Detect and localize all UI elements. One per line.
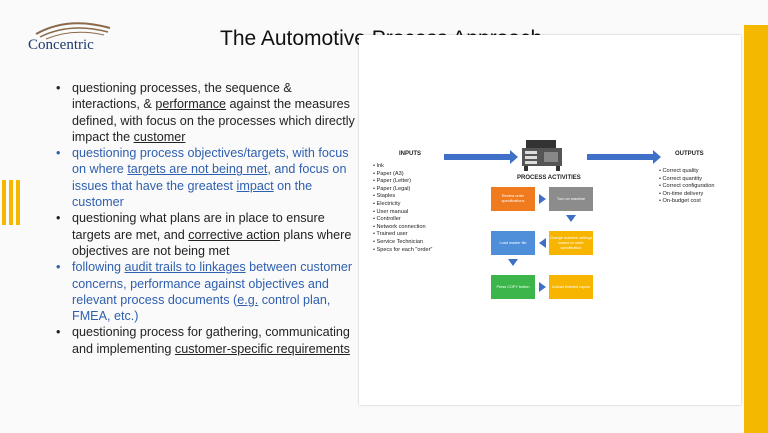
bullet-text: questioning what plans are in place to e…	[72, 211, 325, 242]
bullet-item: • questioning process for gathering, comm…	[56, 324, 356, 357]
bullet-dot: •	[56, 81, 61, 95]
inputs-item: Electricity	[373, 201, 432, 209]
inputs-list: InkPaper (A3)Paper (Letter)Paper (Legal)…	[373, 163, 432, 254]
process-diagram: INPUTS InkPaper (A3)Paper (Letter)Paper …	[359, 35, 741, 405]
inputs-item: Staples	[373, 193, 432, 201]
bullet-text: questioning processes, the sequence & in…	[72, 81, 292, 112]
bullet-item: • following audit trails to linkages betw…	[56, 259, 356, 324]
inputs-item: Specs for each "order"	[373, 247, 433, 255]
bullet-text: questioning process for gathering, commu…	[72, 325, 350, 356]
arrow-right-icon	[587, 150, 661, 164]
outputs-item: Correct quality	[659, 168, 714, 176]
outputs-item: Correct quantity	[659, 176, 714, 184]
accent-stripe	[9, 180, 13, 225]
inputs-item: Network connection	[373, 224, 432, 232]
step-box: Unload finished copies	[549, 275, 593, 299]
underlined-text: audit trails to linkages	[124, 260, 246, 275]
arrow-down-icon	[566, 215, 576, 222]
outputs-item: On-budget cost	[659, 198, 714, 206]
accent-stripe	[2, 180, 6, 225]
inputs-item: Service Technician	[373, 239, 432, 247]
bullet-text: on the customer	[72, 178, 313, 210]
bullet-item: • questioning processes, the sequence & i…	[56, 80, 356, 145]
bullet-list: • questioning processes, the sequence & i…	[56, 80, 356, 357]
bullet-dot: •	[56, 146, 61, 161]
inputs-item: User manual	[373, 209, 432, 217]
inputs-item: Ink	[373, 163, 432, 171]
arrow-right-icon	[539, 194, 546, 204]
step-box: Change machine settings based on order s…	[549, 231, 593, 255]
step-box: Review order specifications	[491, 187, 535, 211]
outputs-list: Correct qualityCorrect quantityCorrect c…	[659, 168, 715, 206]
bullet-item: • questioning process objectives/targets,…	[56, 145, 356, 210]
bullet-text: plans where objectives are not being met	[72, 227, 352, 258]
underlined-text: customer	[133, 129, 186, 144]
underlined-text: targets are not being met	[127, 162, 268, 177]
inputs-heading: INPUTS	[399, 151, 422, 157]
inputs-item: Paper (A3)	[373, 171, 432, 179]
bullet-text: following	[72, 260, 125, 275]
copier-icon	[522, 140, 562, 171]
arrow-right-icon	[444, 150, 518, 164]
bullet-text: questioning process objectives/targets, …	[72, 146, 349, 177]
accent-bar	[744, 25, 768, 433]
logo-text: Concentric	[28, 37, 94, 53]
step-box: Load master file	[491, 231, 535, 255]
arrow-left-icon	[539, 238, 546, 248]
bullet-text: , and focus on issues that have the grea…	[72, 162, 347, 193]
step-box: Press COPY button	[491, 275, 535, 299]
inputs-item: Paper (Letter)	[373, 178, 432, 186]
bullet-item: • questioning what plans are in place to …	[56, 210, 356, 259]
inputs-item: Trained user	[373, 231, 432, 239]
bullet-text: between customer concerns, performance a…	[72, 260, 353, 307]
step-box: Turn on machine	[549, 187, 593, 211]
outputs-item: On-time delivery	[659, 191, 714, 199]
bullet-text: against the measures defined, with focus…	[72, 97, 355, 144]
inputs-item: Paper (Legal)	[373, 186, 432, 194]
accent-stripe	[16, 180, 20, 225]
underlined-text: corrective action	[188, 227, 280, 242]
bullet-dot: •	[56, 325, 61, 340]
activities-heading: PROCESS ACTIVITIES	[517, 175, 581, 181]
underlined-text: performance	[155, 97, 227, 112]
bullet-text: control plan, FMEA, etc.)	[72, 292, 331, 324]
arrow-down-icon	[508, 259, 518, 266]
concentric-logo	[35, 22, 111, 40]
outputs-heading: OUTPUTS	[675, 151, 704, 157]
underlined-text: impact	[236, 178, 274, 193]
bullet-dot: •	[56, 260, 61, 275]
bullet-dot: •	[56, 211, 61, 226]
outputs-item: Correct configuration	[659, 183, 715, 191]
underlined-text: e.g.	[237, 292, 259, 307]
underlined-text: customer-specific requirements	[174, 341, 350, 356]
arrow-right-icon	[539, 282, 546, 292]
inputs-item: Controller	[373, 216, 432, 224]
